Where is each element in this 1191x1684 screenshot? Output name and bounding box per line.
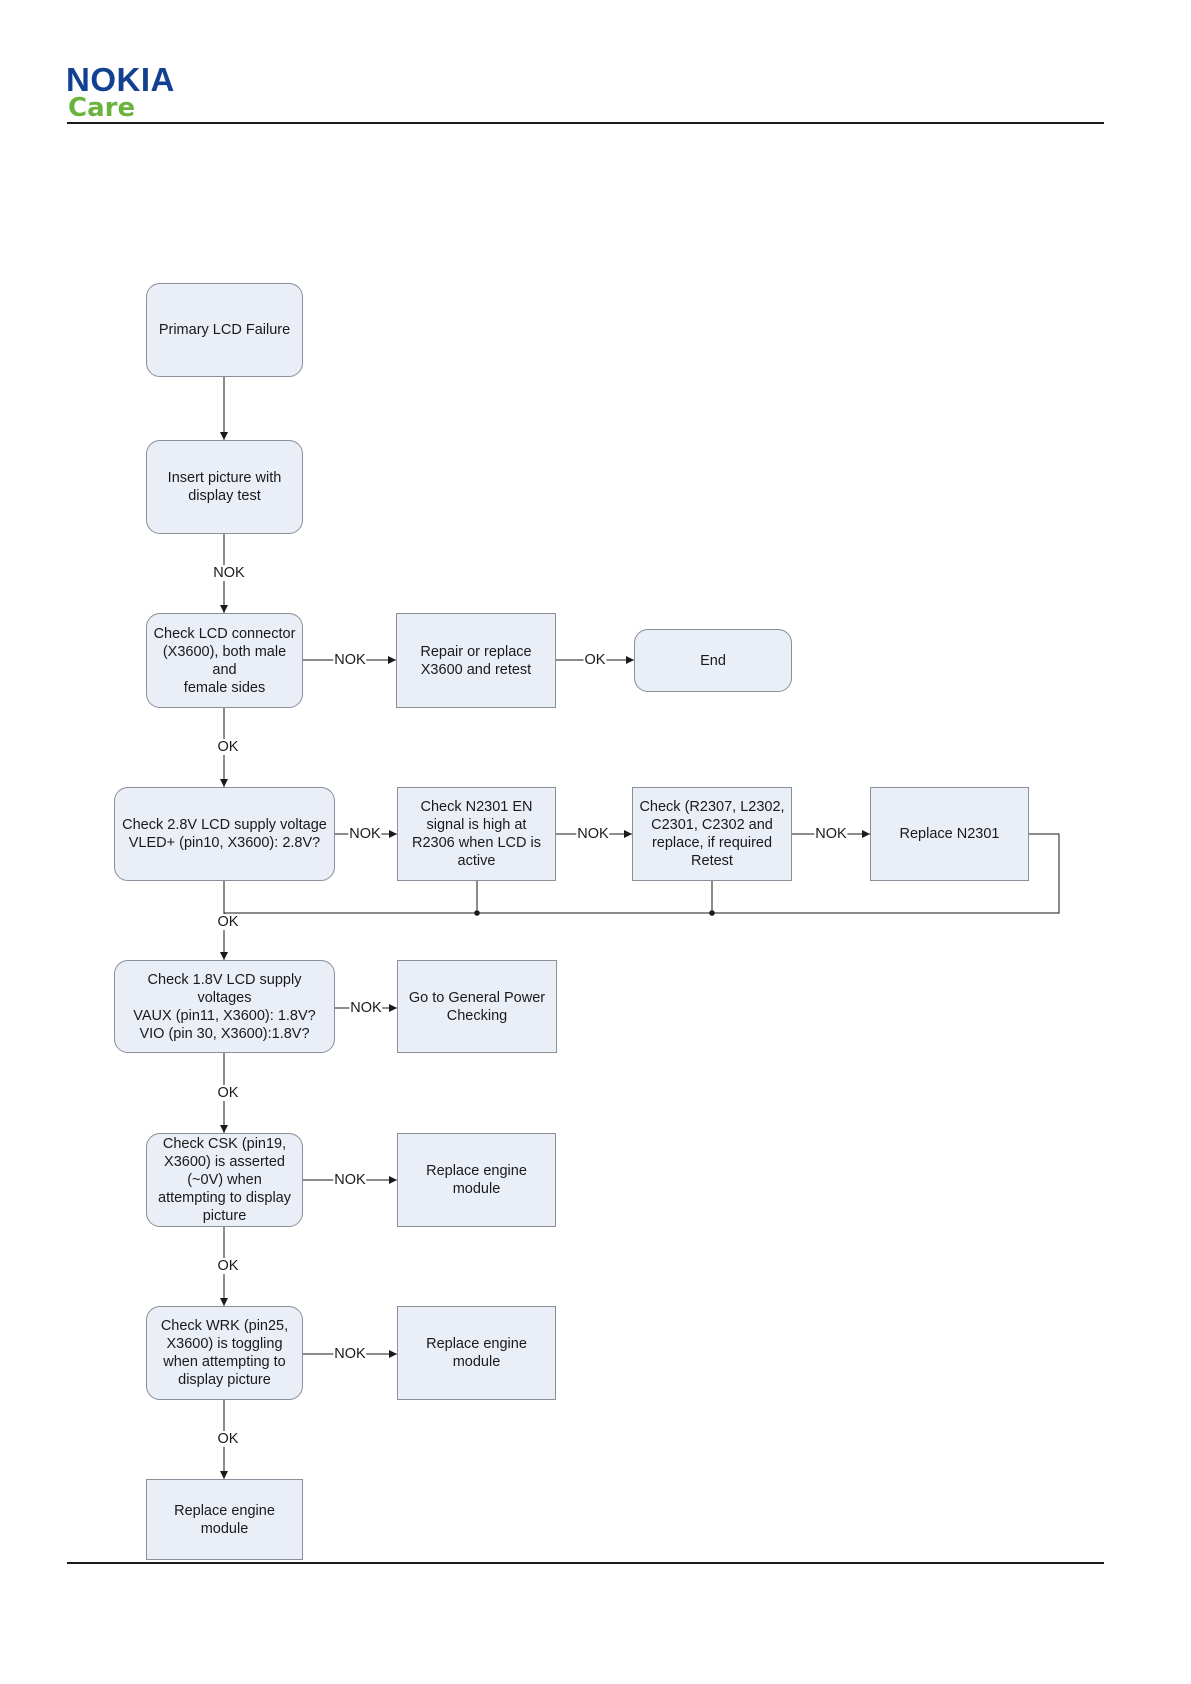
node-general-power-checking: Go to General Power Checking (397, 960, 557, 1053)
junction-dot-1 (474, 910, 480, 916)
header-rule (67, 122, 1104, 124)
edge-label-ok: OK (216, 914, 240, 930)
node-insert-picture: Insert picture with display test (146, 440, 303, 534)
node-check-csk: Check CSK (pin19, X3600) is asserted (~0… (146, 1133, 303, 1227)
node-check-r2307: Check (R2307, L2302, C2301, C2302 and re… (632, 787, 792, 881)
edge-label-nok: NOK (333, 652, 367, 668)
edge-return-loop (224, 833, 1060, 914)
edge-label-nok: NOK (349, 1000, 383, 1016)
node-replace-engine-module-3: Replace engine module (146, 1479, 303, 1560)
edge-label-nok: NOK (212, 565, 246, 581)
nokia-care-logo: NOKIA Care (66, 62, 206, 124)
edge-label-ok: OK (216, 1431, 240, 1447)
edge-label-nok: NOK (814, 826, 848, 842)
node-check-2-8v-supply: Check 2.8V LCD supply voltage VLED+ (pin… (114, 787, 335, 881)
logo-care-text: Care (68, 93, 136, 123)
edge-label-ok: OK (216, 1085, 240, 1101)
footer-rule (67, 1562, 1104, 1564)
node-repair-replace-x3600: Repair or replace X3600 and retest (396, 613, 556, 708)
node-end: End (634, 629, 792, 692)
node-replace-n2301: Replace N2301 (870, 787, 1029, 881)
edge-label-nok: NOK (333, 1172, 367, 1188)
edge-label-ok: OK (216, 1258, 240, 1274)
node-check-wrk: Check WRK (pin25, X3600) is toggling whe… (146, 1306, 303, 1400)
node-replace-engine-module-2: Replace engine module (397, 1306, 556, 1400)
node-check-n2301-en: Check N2301 EN signal is high at R2306 w… (397, 787, 556, 881)
node-primary-lcd-failure: Primary LCD Failure (146, 283, 303, 377)
edge-label-nok: NOK (576, 826, 610, 842)
logo-nokia-text: NOKIA (66, 61, 175, 98)
edge-label-ok: OK (216, 739, 240, 755)
edge-label-nok: NOK (348, 826, 382, 842)
edge-label-nok: NOK (333, 1346, 367, 1362)
node-replace-engine-module-1: Replace engine module (397, 1133, 556, 1227)
edge-label-ok: OK (583, 652, 607, 668)
node-check-1-8v-supply: Check 1.8V LCD supply voltages VAUX (pin… (114, 960, 335, 1053)
node-check-lcd-connector: Check LCD connector (X3600), both male a… (146, 613, 303, 708)
junction-dot-2 (709, 910, 715, 916)
